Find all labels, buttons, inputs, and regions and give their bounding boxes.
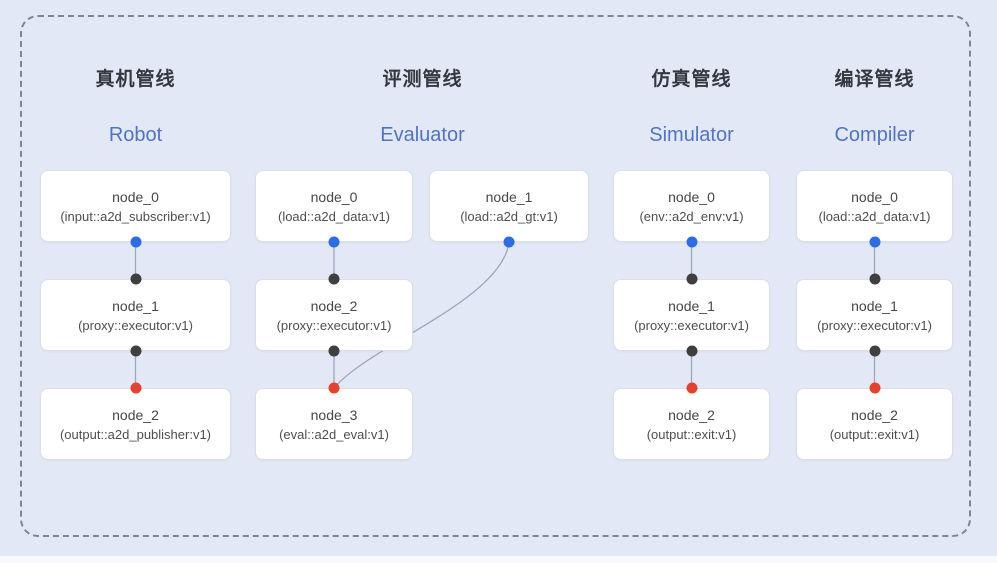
node-name: node_1 bbox=[851, 297, 898, 314]
pipeline-title-zh-evaluator: 评测管线 bbox=[382, 69, 463, 90]
node-name: node_2 bbox=[668, 406, 715, 423]
port-dot-input bbox=[686, 273, 697, 285]
port-dot-output bbox=[869, 236, 880, 248]
pipeline-title-en-evaluator: Evaluator bbox=[380, 124, 465, 146]
node-box-robot-1: node_1 (proxy::executor:v1) bbox=[40, 279, 231, 351]
dashed-frame bbox=[20, 15, 971, 537]
pipeline-title-zh-compiler: 编译管线 bbox=[834, 69, 915, 90]
pipeline-title-en-compiler: Compiler bbox=[834, 124, 915, 146]
node-name: node_1 bbox=[485, 188, 533, 205]
port-dot-output bbox=[328, 236, 340, 248]
node-name: node_0 bbox=[851, 188, 898, 205]
edge-curve bbox=[333, 241, 510, 389]
node-box-robot-0: node_0 (input::a2d_subscriber:v1) bbox=[40, 170, 231, 242]
node-name: node_2 bbox=[310, 297, 358, 314]
node-type: (input::a2d_subscriber:v1) bbox=[60, 208, 211, 224]
node-name: node_2 bbox=[851, 406, 898, 423]
node-type: (output::exit:v1) bbox=[829, 426, 920, 442]
port-dot-input bbox=[686, 382, 697, 394]
node-box-compiler-0: node_0 (load::a2d_data:v1) bbox=[796, 170, 953, 242]
port-dot-input bbox=[328, 382, 340, 394]
pipeline-title-zh-robot: 真机管线 bbox=[95, 69, 176, 90]
node-type: (load::a2d_data:v1) bbox=[277, 208, 391, 224]
port-dot-output bbox=[328, 345, 340, 357]
port-dot-output bbox=[130, 345, 141, 357]
node-type: (env::a2d_env:v1) bbox=[639, 208, 744, 224]
node-type: (output::a2d_publisher:v1) bbox=[59, 426, 212, 442]
node-type: (proxy::executor:v1) bbox=[276, 317, 392, 333]
node-type: (proxy::executor:v1) bbox=[817, 317, 932, 333]
node-box-evaluator-2: node_2 (proxy::executor:v1) bbox=[255, 279, 413, 351]
port-dot-input bbox=[130, 273, 141, 285]
port-dot-output bbox=[869, 345, 880, 357]
node-type: (proxy::executor:v1) bbox=[634, 317, 749, 333]
node-name: node_0 bbox=[112, 188, 159, 205]
node-type: (eval::a2d_eval:v1) bbox=[279, 426, 389, 442]
pipeline-title-en-simulator: Simulator bbox=[649, 124, 734, 146]
node-type: (proxy::executor:v1) bbox=[78, 317, 193, 333]
pipeline-title-en-robot: Robot bbox=[108, 124, 163, 146]
node-box-simulator-1: node_1 (proxy::executor:v1) bbox=[613, 279, 770, 351]
node-box-evaluator-1: node_1 (load::a2d_gt:v1) bbox=[429, 170, 589, 242]
node-box-simulator-2: node_2 (output::exit:v1) bbox=[613, 388, 770, 460]
node-name: node_0 bbox=[668, 188, 715, 205]
port-dot-output bbox=[686, 345, 697, 357]
port-dot-output bbox=[503, 236, 515, 248]
node-name: node_3 bbox=[310, 406, 358, 423]
node-box-compiler-1: node_1 (proxy::executor:v1) bbox=[796, 279, 953, 351]
node-type: (load::a2d_data:v1) bbox=[818, 208, 931, 224]
node-box-robot-2: node_2 (output::a2d_publisher:v1) bbox=[40, 388, 231, 460]
node-box-compiler-2: node_2 (output::exit:v1) bbox=[796, 388, 953, 460]
node-name: node_1 bbox=[112, 297, 159, 314]
port-dot-input bbox=[869, 273, 880, 285]
port-dot-output bbox=[130, 236, 141, 248]
node-name: node_0 bbox=[310, 188, 358, 205]
node-type: (output::exit:v1) bbox=[646, 426, 737, 442]
port-dot-input bbox=[328, 273, 340, 285]
node-name: node_2 bbox=[112, 406, 159, 423]
node-box-evaluator-0: node_0 (load::a2d_data:v1) bbox=[255, 170, 413, 242]
bottom-strip bbox=[0, 556, 997, 563]
port-dot-input bbox=[869, 382, 880, 394]
port-dot-input bbox=[130, 382, 141, 394]
node-box-simulator-0: node_0 (env::a2d_env:v1) bbox=[613, 170, 770, 242]
node-box-evaluator-3: node_3 (eval::a2d_eval:v1) bbox=[255, 388, 413, 460]
port-dot-output bbox=[686, 236, 697, 248]
pipeline-title-zh-simulator: 仿真管线 bbox=[651, 69, 732, 90]
node-name: node_1 bbox=[668, 297, 715, 314]
node-type: (load::a2d_gt:v1) bbox=[460, 208, 558, 224]
